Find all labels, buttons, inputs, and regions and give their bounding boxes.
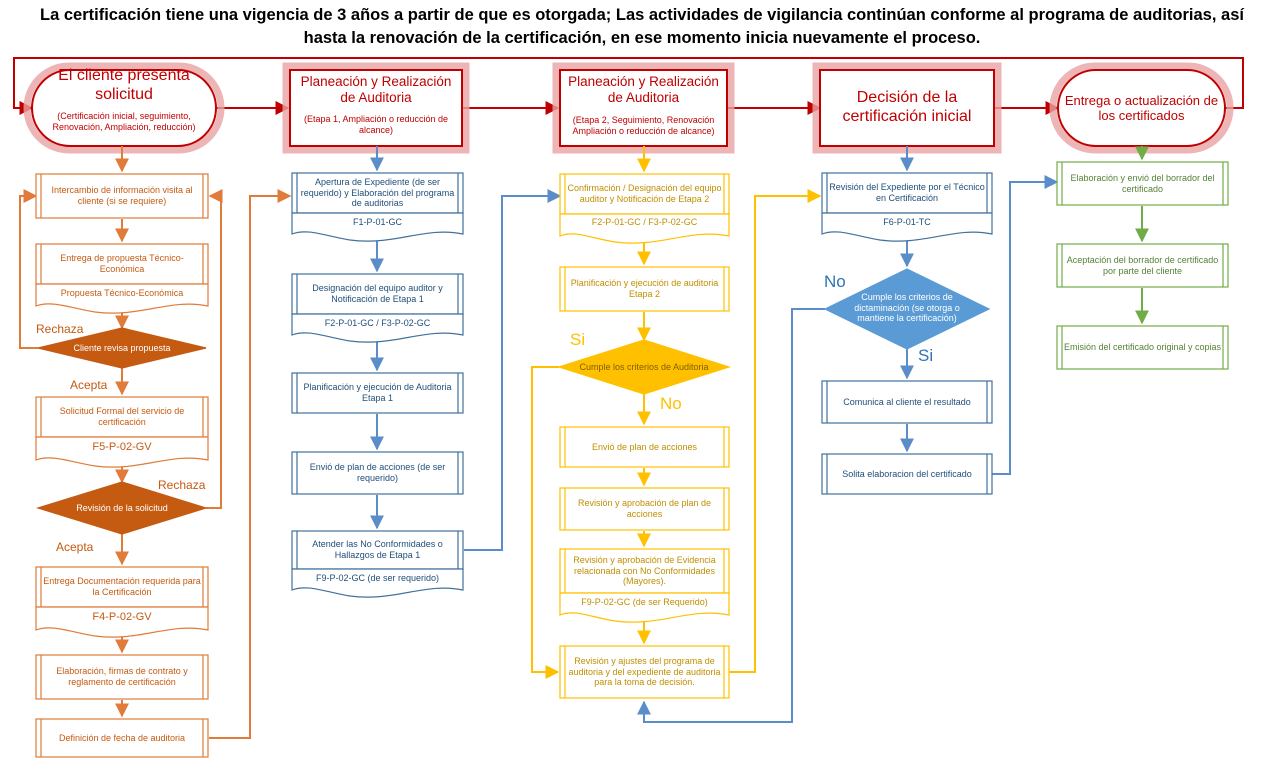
c3-step-1-text: Confirmación / Designación del equipo au… <box>567 183 722 204</box>
c2-step-2-text: Designación del equipo auditor y Notific… <box>312 283 443 304</box>
process-envio-plan-c2 <box>291 451 464 495</box>
c1-step-2-doc: Propuesta Técnico-Económica <box>60 287 184 298</box>
c1-decision-2-text: Revisión de la solicitud <box>76 502 168 513</box>
c1-step-3-text: Solicitud Formal del servicio de certifi… <box>59 406 185 427</box>
process-definicion-fecha <box>35 718 209 758</box>
c4-step-3-text: Solita elaboracion del certificado <box>842 468 972 479</box>
header-line-2: hasta la renovación de la certificación,… <box>303 29 981 47</box>
c4-step-2-text: Comunica al cliente el resultado <box>843 396 971 407</box>
stage-1-title: El cliente presenta solicitud <box>58 67 190 103</box>
c2-step-3-text: Planificación y ejecución de Auditoria E… <box>303 382 452 403</box>
stage-header-1 <box>23 62 225 154</box>
stage-5-title: Entrega o actualización de los certifica… <box>1064 92 1219 123</box>
process-envio-plan-c3 <box>559 426 730 468</box>
process-revision-plan <box>559 487 730 531</box>
process-intercambio <box>35 173 209 219</box>
stage-header-4 <box>812 62 1002 154</box>
c2-step-4-text: Envió de plan de acciones (de ser requer… <box>309 462 446 483</box>
process-elaboracion-borrador <box>1056 161 1229 206</box>
label-rechaza-1: Rechaza <box>36 322 84 336</box>
c3-step-3-text: Envió de plan de acciones <box>591 441 698 452</box>
c5-step-3-text: Emisión del certificado original y copia… <box>1063 342 1222 353</box>
c3-step-5-text: Revisión y aprobación de Evidencia relac… <box>573 555 716 587</box>
process-aceptacion-borrador <box>1056 243 1229 288</box>
c1-step-5-text: Elaboración, firmas de contrato y reglam… <box>56 666 188 687</box>
c1-step-2-text: Entrega de propuesta Técnico-Económica <box>60 253 184 274</box>
process-apertura-expediente <box>291 172 464 242</box>
c3-decision-text: Cumple los criterios de Auditoria <box>579 361 709 372</box>
stage-header-3 <box>552 62 735 154</box>
c3-step-2-text: Planificación y ejecución de auditoria E… <box>570 278 719 299</box>
c1-step-3-doc: F5-P-02-GV <box>92 440 152 453</box>
label-acepta-1: Acepta <box>70 378 108 392</box>
c3-step-5-doc: F9-P-02-GC (de ser Requerido) <box>581 596 708 607</box>
process-solicitud-formal <box>35 396 209 468</box>
process-contrato <box>35 654 209 700</box>
c5-step-1-text: Elaboración y envió del borrador del cer… <box>1070 172 1215 194</box>
stage-3-subtitle: (Etapa 2, Seguimiento, Renovación Amplia… <box>572 115 715 136</box>
process-solicita-elaboracion <box>821 453 993 495</box>
process-planificacion-etapa2 <box>559 266 730 312</box>
process-propuesta <box>35 243 209 314</box>
label-si-auditoria: Si <box>570 330 586 349</box>
c3-step-4-text: Revisión y aprobación de plan de accione… <box>577 498 712 519</box>
stage-1-subtitle: (Certificación inicial, seguimiento, Ren… <box>52 111 196 132</box>
c5-step-2-text: Aceptación del borrador de certificado p… <box>1066 254 1219 276</box>
process-designacion-etapa1 <box>291 273 464 343</box>
decision-cumple-dictaminacion <box>823 268 991 350</box>
header-line-1: La certificación tiene una vigencia de 3… <box>40 6 1244 24</box>
c2-step-5-text: Atender las No Conformidades o Hallazgos… <box>312 539 443 560</box>
process-planificacion-etapa1 <box>291 372 464 414</box>
label-si-dictaminacion: Si <box>918 346 934 365</box>
stage-3-title: Planeación y Realización de Auditoria <box>568 74 719 105</box>
c1-decision-1-text: Cliente revisa propuesta <box>73 342 171 353</box>
c2-step-2-doc: F2-P-01-GC / F3-P-02-GC <box>324 317 431 328</box>
process-confirmacion-etapa2 <box>559 173 730 244</box>
stage-2-title: Planeación y Realización de Auditoria <box>300 74 452 105</box>
process-entrega-documentacion <box>35 566 209 638</box>
c3-step-1-doc: F2-P-01-GC / F3-P-02-GC <box>591 216 698 227</box>
process-revision-evidencia <box>559 548 730 623</box>
process-comunica-resultado <box>821 380 993 424</box>
process-revision-expediente <box>821 172 993 242</box>
c1-step-6-text: Definición de fecha de auditoria <box>58 732 186 743</box>
c2-step-5-doc: F9-P-02-GC (de ser requerido) <box>315 572 440 583</box>
c1-step-1-text: Intercambio de información visita al cli… <box>51 185 193 206</box>
label-rechaza-2: Rechaza <box>158 478 206 492</box>
decision-cliente-revisa <box>37 327 207 369</box>
c4-step-1-text: Revisión del Expediente por el Técnico e… <box>829 182 985 203</box>
stage-2-subtitle: (Etapa 1, Ampliación o reducción de alca… <box>303 114 449 135</box>
loop-line <box>13 57 1244 115</box>
c2-step-1-text: Apertura de Expediente (de ser requerido… <box>300 177 455 209</box>
decision-cumple-auditoria <box>557 339 731 395</box>
c3-step-6-text: Revisión y ajustes del programa de audit… <box>568 656 721 688</box>
process-atender-nc <box>291 530 464 598</box>
c4-step-1-doc: F6-P-01-TC <box>883 216 931 227</box>
decision-revision-solicitud <box>35 481 209 535</box>
label-acepta-2: Acepta <box>56 540 94 554</box>
c4-decision-text: Cumple los criterios de dictaminación (s… <box>854 292 960 324</box>
c2-step-1-doc: F1-P-01-GC <box>352 216 402 227</box>
label-no-dictaminacion: No <box>824 272 846 291</box>
process-emision-certificado <box>1056 325 1229 370</box>
c1-step-4-text: Entrega Documentación requerida para la … <box>43 576 201 597</box>
c1-step-4-doc: F4-P-02-GV <box>92 610 152 623</box>
label-no-auditoria: No <box>660 394 682 413</box>
stage-4-title: Decisión de la certificación inicial <box>842 89 972 125</box>
process-revision-ajustes <box>559 645 730 699</box>
